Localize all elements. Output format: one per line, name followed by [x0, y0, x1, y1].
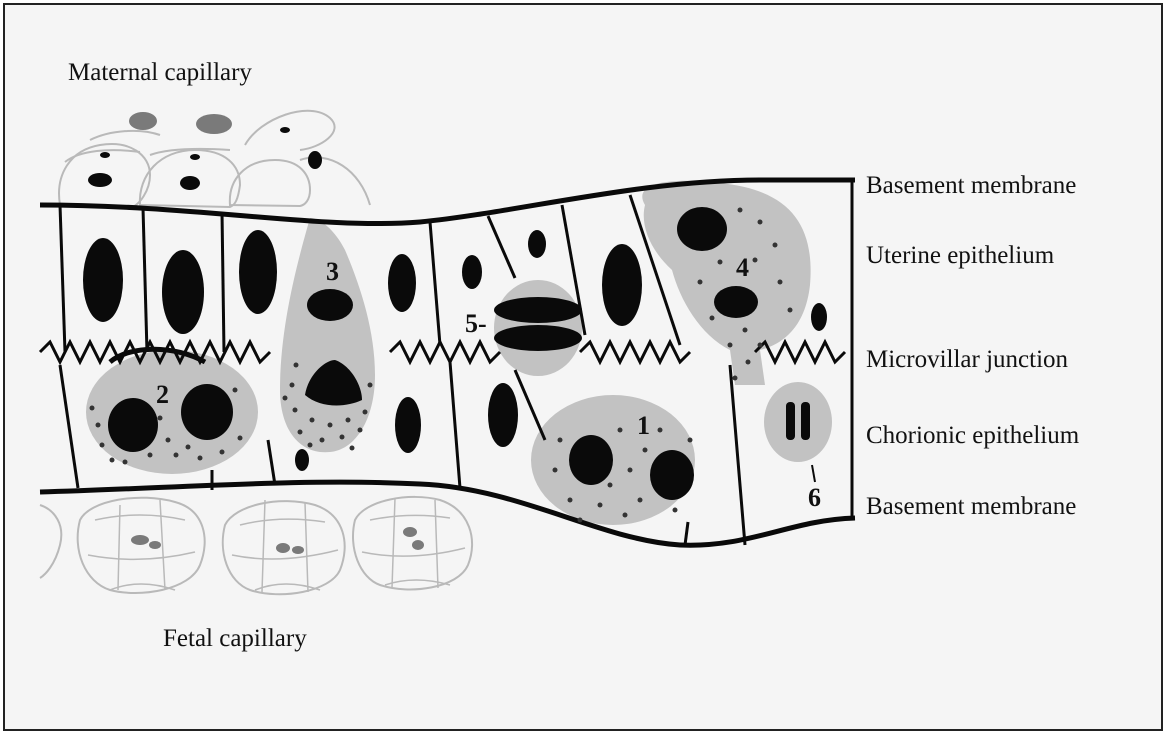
label-chorionic-epithelium: Chorionic epithelium: [866, 422, 1080, 449]
cell-number-4: 4: [736, 253, 749, 282]
label-maternal-capillary: Maternal capillary: [68, 59, 252, 86]
label-uterine-epithelium: Uterine epithelium: [866, 242, 1055, 269]
label-microvillar-junction: Microvillar junction: [866, 346, 1069, 373]
label-fetal-capillary: Fetal capillary: [163, 625, 307, 652]
cell-number-5: 5-: [465, 309, 487, 338]
label-basement-membrane-bottom: Basement membrane: [866, 493, 1076, 520]
cell-number-2: 2: [156, 380, 169, 409]
label-basement-membrane-top: Basement membrane: [866, 172, 1076, 199]
cell-number-3: 3: [326, 257, 339, 286]
cell-number-6: 6: [808, 483, 821, 512]
cell-number-1: 1: [637, 411, 650, 440]
